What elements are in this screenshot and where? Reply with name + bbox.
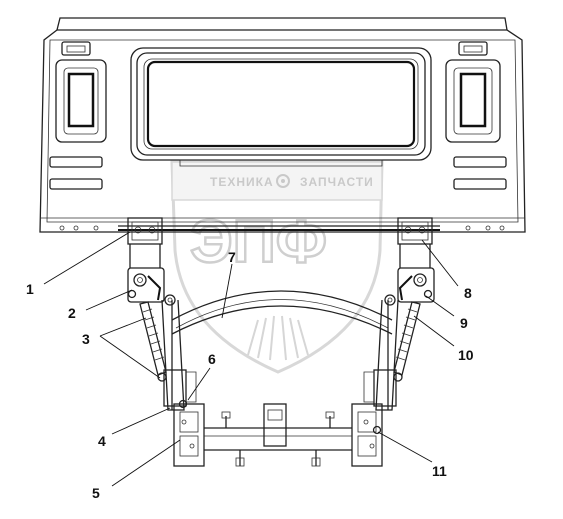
- callout-1: 1: [26, 281, 34, 297]
- gear-icon: [276, 174, 290, 188]
- leader-11: [377, 431, 433, 463]
- callouts: 1 2 3 4 5 6 7 8 9 10 11: [26, 249, 474, 501]
- leader-6: [187, 367, 211, 401]
- callout-8: 8: [464, 285, 472, 301]
- leader-10: [413, 315, 455, 347]
- leader-1: [43, 231, 131, 285]
- leader-3b: [99, 335, 161, 379]
- callout-4: 4: [98, 433, 106, 449]
- frame-cross-member: [204, 403, 352, 467]
- watermark-text-right: ЗАПЧАСТИ: [300, 175, 374, 189]
- leader-7: [221, 263, 233, 319]
- leader-3a: [99, 317, 147, 337]
- callout-3: 3: [82, 331, 90, 347]
- leader-5: [111, 439, 181, 487]
- cab-rear-panel: [39, 17, 526, 233]
- leader-lines: [43, 231, 459, 487]
- callout-2: 2: [68, 305, 76, 321]
- callout-10: 10: [458, 347, 474, 363]
- callout-7: 7: [228, 249, 236, 265]
- watermark: ТЕХНИКА ЗАПЧАСТИ ЭПФ: [170, 160, 384, 374]
- callout-5: 5: [92, 485, 100, 501]
- leader-4: [111, 407, 171, 435]
- right-suspension: [351, 217, 435, 467]
- left-suspension: [127, 217, 205, 467]
- leader-2: [85, 289, 133, 311]
- callout-9: 9: [460, 315, 468, 331]
- watermark-text-left: ТЕХНИКА: [210, 175, 274, 189]
- leader-8: [421, 239, 459, 287]
- leader-9: [425, 295, 455, 317]
- torsion-bar: [118, 225, 440, 335]
- callout-11: 11: [432, 463, 447, 479]
- callout-6: 6: [208, 351, 216, 367]
- wheat-icon: [247, 315, 309, 361]
